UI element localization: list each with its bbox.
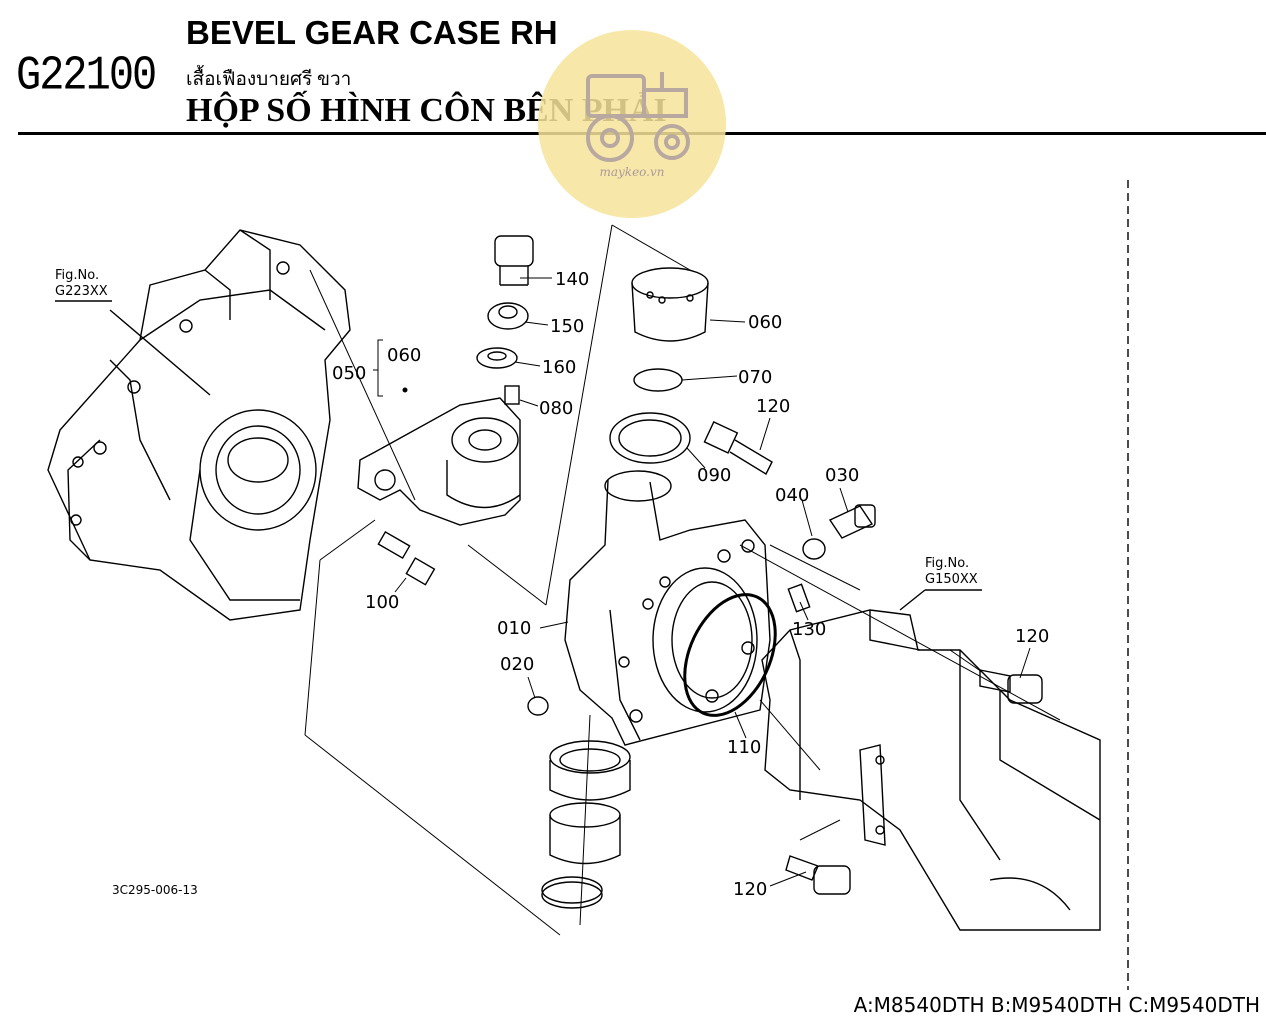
part-leaders bbox=[373, 277, 1031, 887]
bolt-120-right bbox=[979, 669, 1043, 704]
grease-nipple-080 bbox=[504, 385, 520, 405]
pin-130 bbox=[787, 583, 811, 613]
part-label: 080 bbox=[539, 398, 574, 419]
part-label: 140 bbox=[555, 269, 590, 290]
figure-code: 3C295-006-13 bbox=[112, 883, 198, 897]
oring-070 bbox=[633, 368, 683, 392]
fig-ref-1-label: Fig.No. bbox=[55, 268, 100, 283]
part-label: 100 bbox=[365, 592, 400, 613]
fig-ref-2-code: G150XX bbox=[925, 572, 978, 587]
part-label: 020 bbox=[500, 654, 535, 675]
fig-ref-2-label: Fig.No. bbox=[925, 556, 970, 571]
bolt-120-top bbox=[703, 421, 773, 475]
final-case-housing bbox=[47, 229, 351, 621]
plug-020 bbox=[527, 696, 549, 716]
part-label: 120 bbox=[756, 396, 791, 417]
bearing-lower bbox=[549, 740, 631, 801]
page-code: G22100 bbox=[16, 48, 157, 104]
part-label: 150 bbox=[550, 316, 585, 337]
part-label: 060 bbox=[748, 312, 783, 333]
bolt-030 bbox=[828, 504, 876, 539]
kingpin-arm bbox=[357, 397, 521, 526]
watermark-text: maykeo.vn bbox=[599, 165, 664, 179]
part-label: 010 bbox=[497, 618, 532, 639]
nut-040 bbox=[802, 538, 826, 560]
fig-ref-1-code: G223XX bbox=[55, 284, 108, 299]
tractor-icon bbox=[586, 72, 690, 162]
part-label: 120 bbox=[1015, 626, 1050, 647]
part-label: 160 bbox=[542, 357, 577, 378]
washer-160 bbox=[476, 347, 518, 369]
part-label: 040 bbox=[775, 485, 810, 506]
part-label: 110 bbox=[727, 737, 762, 758]
part-label: 120 bbox=[733, 879, 768, 900]
leader-fig2 bbox=[899, 589, 926, 611]
leader-lines bbox=[304, 224, 1061, 936]
leader-fig1 bbox=[109, 309, 211, 396]
bolt-100 bbox=[377, 530, 436, 586]
part-label: 130 bbox=[792, 619, 827, 640]
title-english: BEVEL GEAR CASE RH bbox=[186, 14, 558, 51]
fig-ref-1: Fig.No. G223XX bbox=[55, 268, 108, 300]
thrust-bearing bbox=[541, 876, 603, 909]
axle-housing bbox=[761, 609, 1101, 931]
nut-150 bbox=[487, 302, 529, 330]
plug-140 bbox=[494, 235, 534, 286]
watermark-logo: maykeo.vn bbox=[538, 30, 726, 218]
seal-090 bbox=[609, 412, 691, 464]
part-label: 060 bbox=[387, 345, 422, 366]
model-list: A:M8540DTH B:M9540DTH C:M9540DTH bbox=[853, 993, 1260, 1017]
highlight-ring-110 bbox=[683, 593, 777, 717]
part-label: 070 bbox=[738, 367, 773, 388]
fig-ref-2: Fig.No. G150XX bbox=[925, 556, 978, 588]
bolt-120-bottom bbox=[785, 855, 851, 895]
part-label: 030 bbox=[825, 465, 860, 486]
title-thai: เสื้อเฟืองบายศรี ขวา bbox=[186, 69, 352, 90]
bushing-060 bbox=[631, 267, 709, 342]
part-label: 050 bbox=[332, 363, 367, 384]
bevel-gear-case bbox=[564, 470, 771, 746]
part-label: 090 bbox=[697, 465, 732, 486]
